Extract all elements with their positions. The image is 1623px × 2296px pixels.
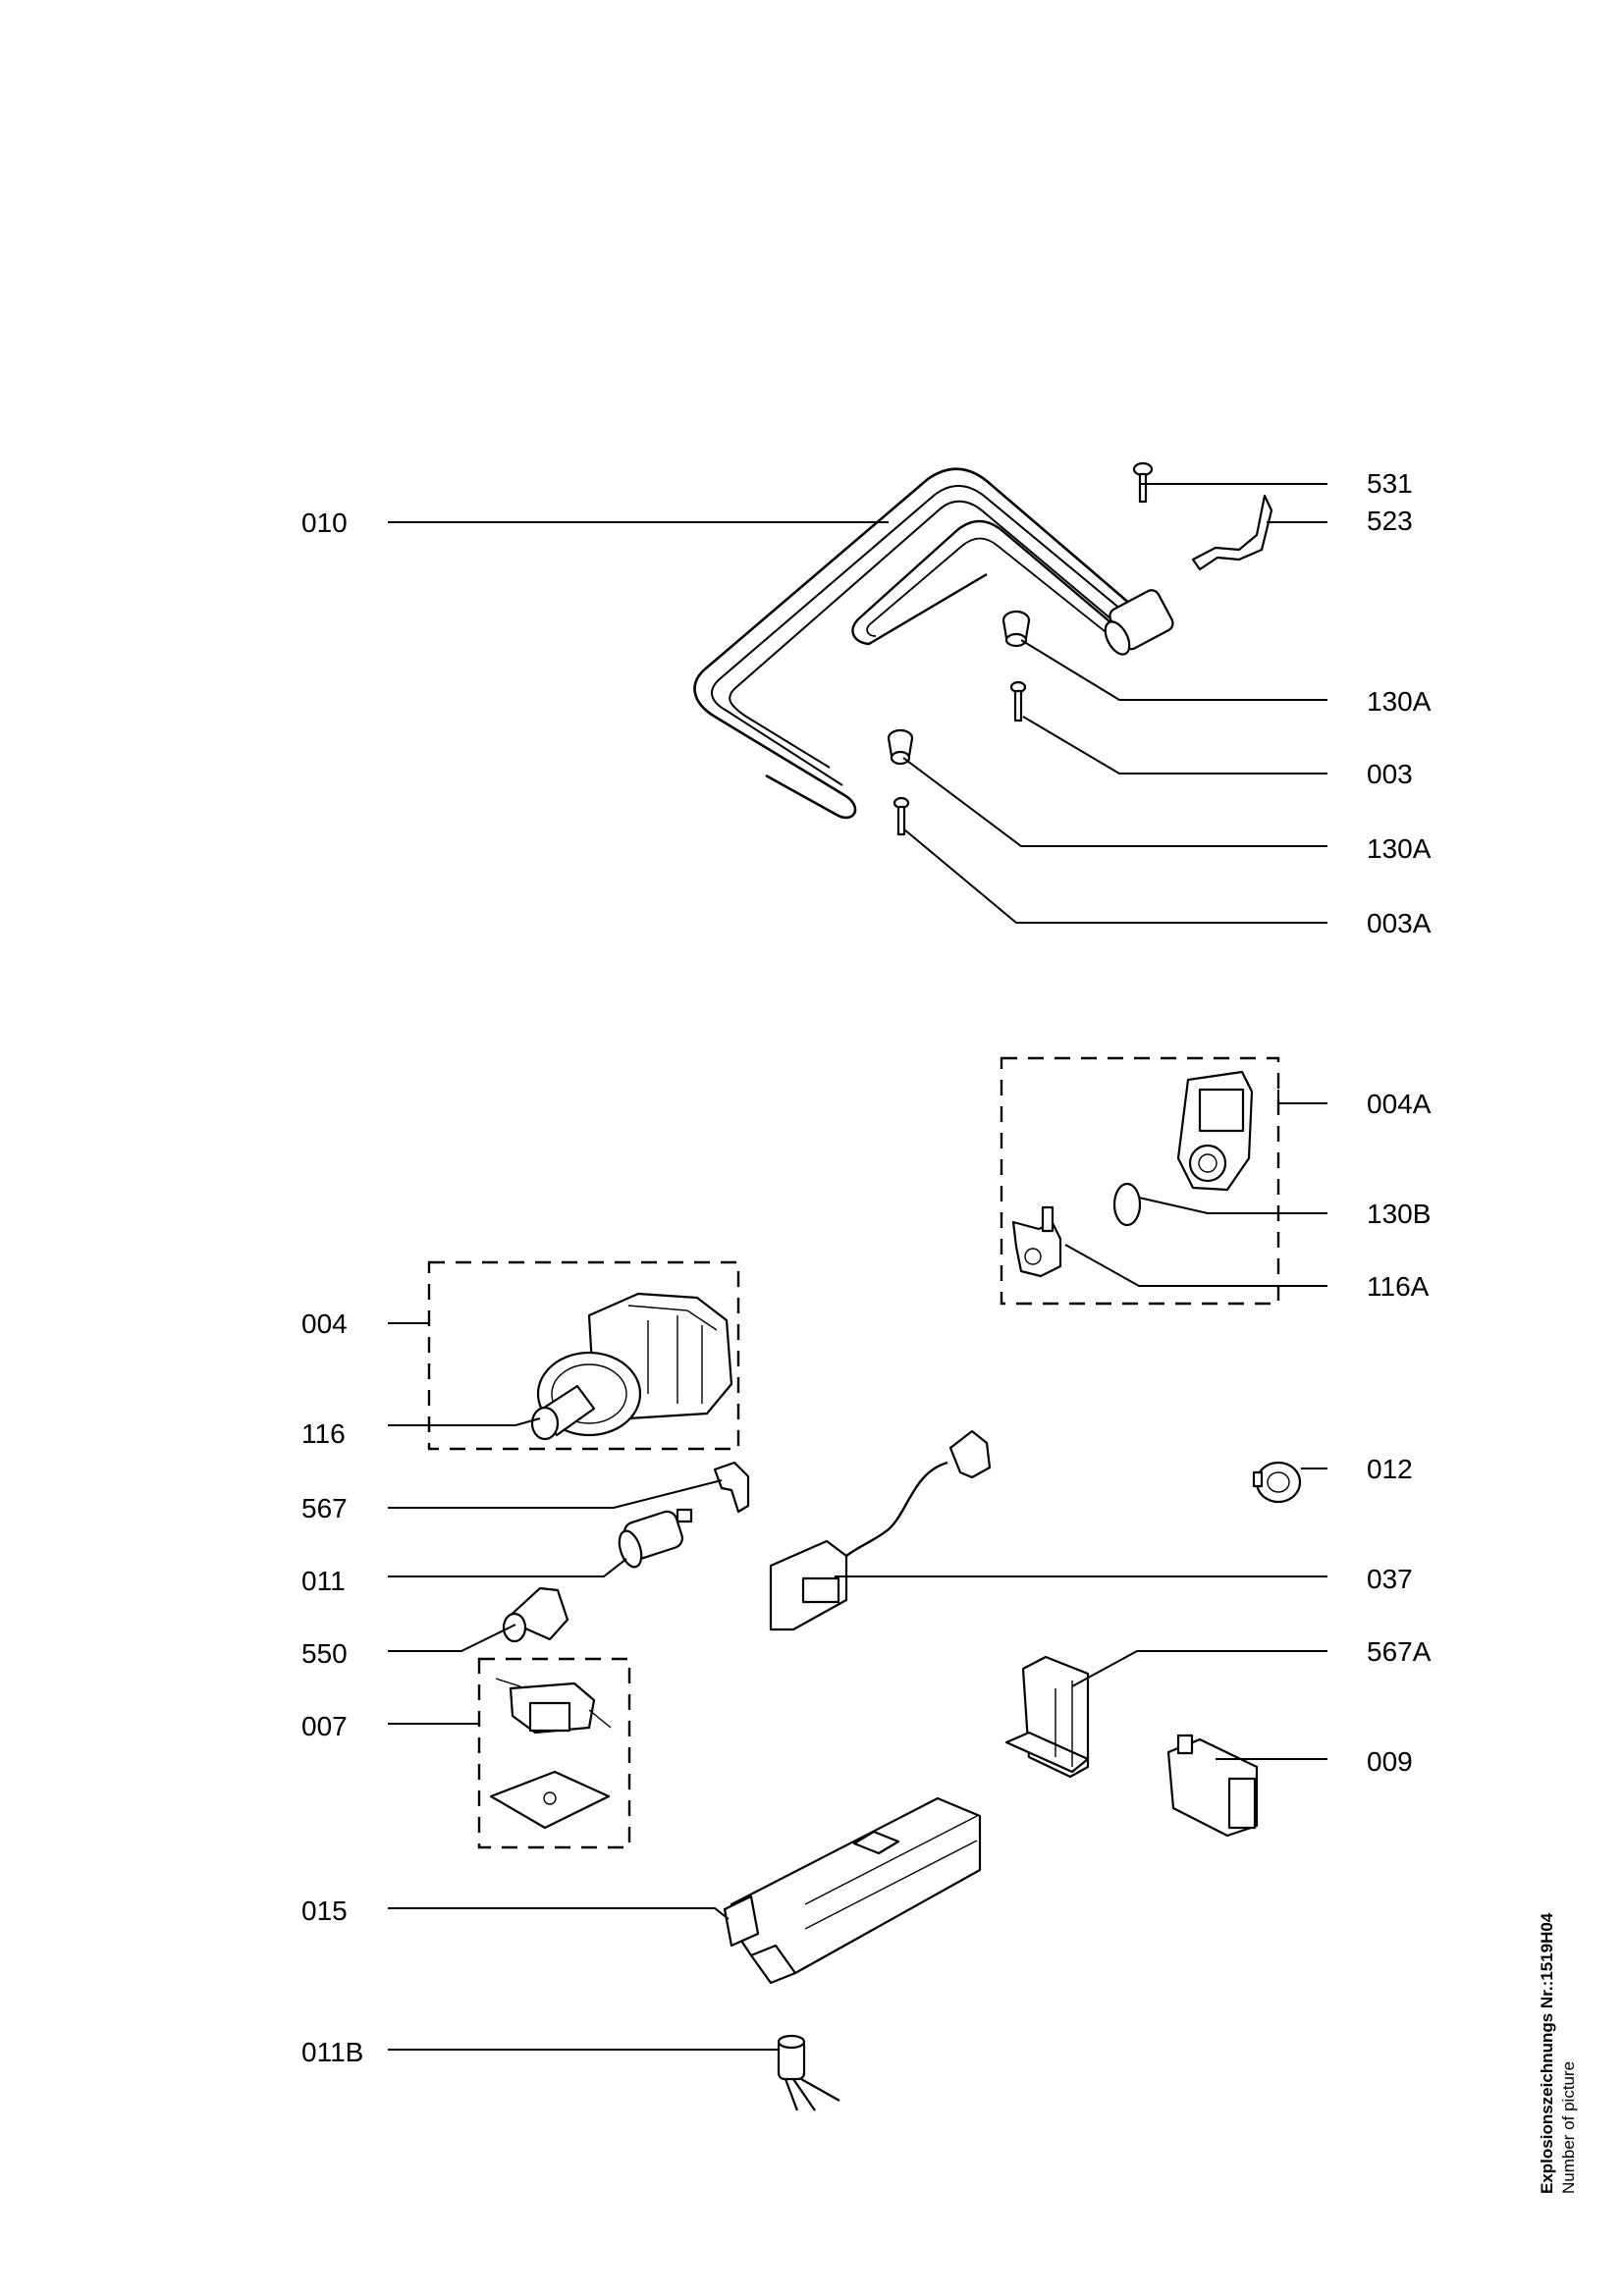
callout-003a: 003A	[1367, 908, 1432, 938]
relay-009-part	[1166, 1734, 1259, 1838]
heating-element-part	[693, 467, 1174, 820]
drawing-caption: Number of picture	[1559, 2060, 1578, 2194]
pump-motor-004-part	[536, 1292, 733, 1437]
clamp-567-part	[713, 1461, 750, 1514]
component-011-part	[618, 1508, 693, 1569]
pump-004a-part	[1176, 1070, 1254, 1192]
group-box-007	[477, 1657, 631, 1849]
sensor-116a-part	[1011, 1205, 1062, 1278]
switch-007-part	[495, 1678, 612, 1735]
screw-003-part	[1009, 680, 1027, 722]
callout-130a-upper: 130A	[1367, 686, 1432, 717]
callout-037: 037	[1367, 1564, 1413, 1594]
group-box-004a	[1000, 1056, 1280, 1306]
callout-009: 009	[1367, 1746, 1413, 1777]
callout-567a: 567A	[1367, 1636, 1432, 1667]
callout-010: 010	[301, 507, 348, 538]
callout-003: 003	[1367, 759, 1413, 789]
callout-116: 116	[301, 1418, 346, 1449]
terminal-037-part	[769, 1429, 992, 1631]
control-board-015-part	[723, 1796, 982, 1985]
seal-ring-130b-part	[1112, 1182, 1142, 1227]
callout-567: 567	[301, 1493, 348, 1523]
callout-550: 550	[301, 1638, 348, 1669]
callout-523: 523	[1367, 506, 1413, 536]
group-box-004	[427, 1260, 740, 1451]
clip-523-part	[1191, 494, 1273, 571]
callout-004a: 004A	[1367, 1089, 1432, 1119]
callout-130a-lower: 130A	[1367, 833, 1432, 864]
drawing-number: Explosionszeichnungs Nr.:1519H04	[1538, 1912, 1556, 2194]
callout-130b: 130B	[1367, 1199, 1431, 1229]
callout-012: 012	[1367, 1454, 1413, 1484]
leader-lines	[388, 483, 1327, 2051]
callout-116a: 116A	[1367, 1271, 1430, 1302]
callout-531: 531	[1367, 468, 1413, 499]
callout-011: 011	[301, 1566, 346, 1596]
callout-015: 015	[301, 1896, 348, 1926]
callout-004: 004	[301, 1308, 348, 1339]
grommet-130a-upper-part	[1001, 610, 1031, 648]
grommet-130a-lower-part	[887, 728, 914, 766]
plate-007-part	[489, 1770, 611, 1830]
screw-531-part	[1132, 461, 1154, 504]
callout-labels: 531 523 010 130A 003 130A 003A 004A 130B…	[301, 468, 1432, 2067]
callout-007: 007	[301, 1711, 348, 1741]
capacitor-011b-part	[777, 2034, 840, 2111]
component-012-part	[1252, 1461, 1302, 1504]
callout-011b: 011B	[301, 2037, 363, 2067]
pump-outlet-116-part	[530, 1384, 596, 1441]
drawing-number-block: Explosionszeichnungs Nr.:1519H04 Number …	[1537, 1899, 1623, 2194]
screw-003a-part	[893, 796, 910, 836]
bracket-567a-part	[1004, 1655, 1090, 1779]
cap-550-part	[502, 1586, 569, 1643]
